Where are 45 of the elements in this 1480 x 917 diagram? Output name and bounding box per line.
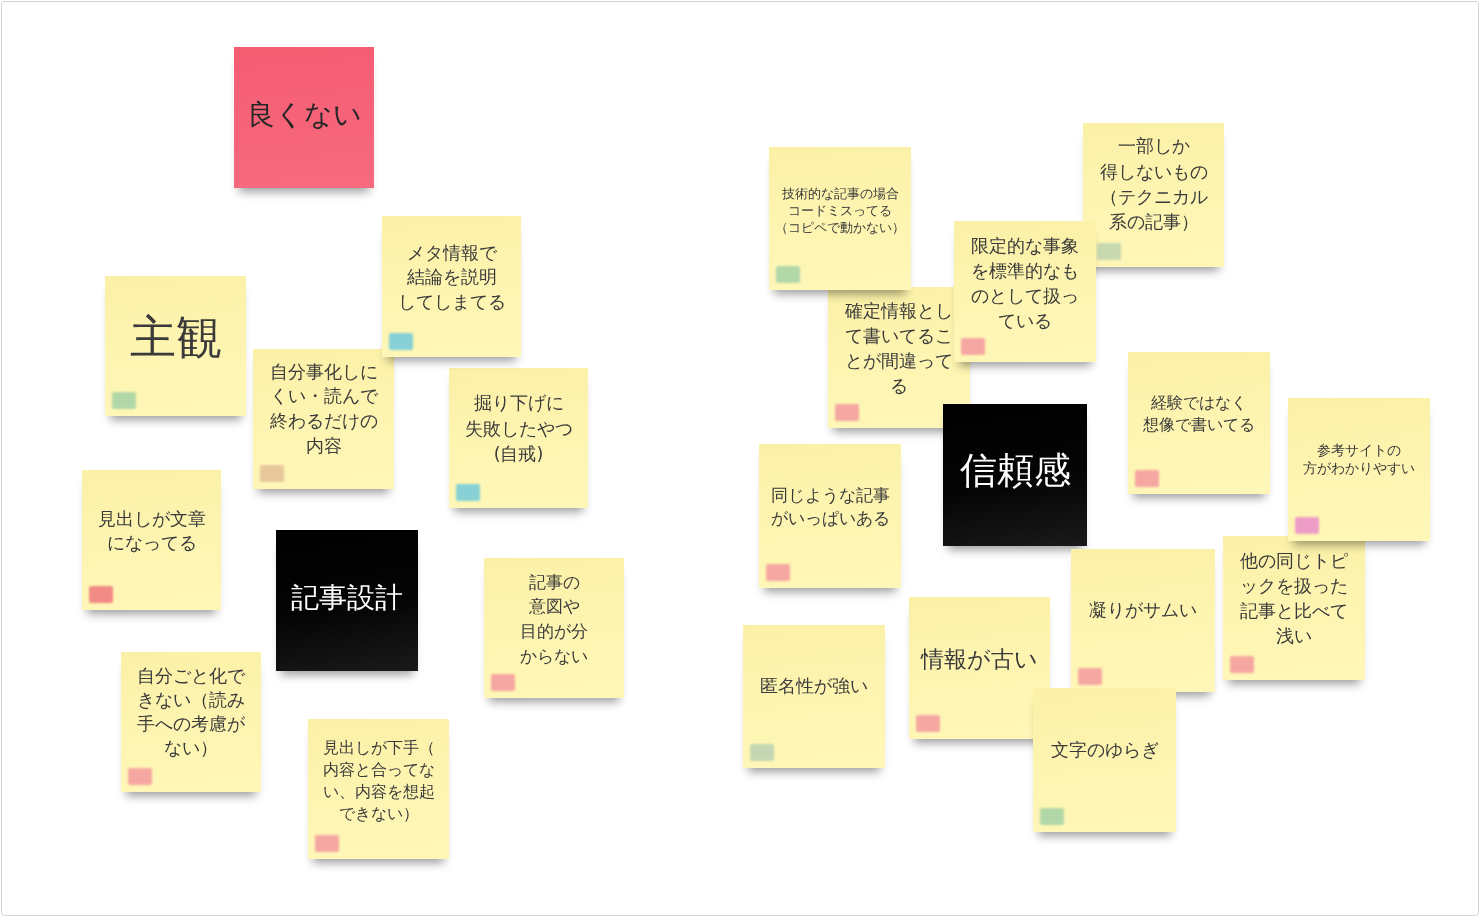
sticky-note (121, 652, 261, 792)
sticky-note (1128, 352, 1270, 494)
sticky-note (308, 719, 449, 859)
note-text: 参考サイトの方がわかりやすい (1303, 441, 1415, 477)
sticky-note (909, 597, 1050, 739)
sticky-note (105, 276, 246, 416)
note-text: 一部しか得しないもの（テクニカル系の記事） (1099, 134, 1208, 235)
sticky-note (759, 444, 901, 588)
note-text: 見出しが文章になってる (97, 508, 206, 555)
note-text: 自分ごと化できない（読み手への考慮がない） (137, 665, 245, 760)
sticky-note (1083, 123, 1224, 267)
note-text: 匿名性が強い (760, 674, 868, 698)
note-text: 凝りがサムい (1089, 598, 1197, 622)
sticky-note (1033, 688, 1176, 832)
note-text: 掘り下げに失敗したやつ(自戒) (464, 392, 573, 467)
sticky-note (276, 530, 418, 671)
note-text: 文字のゆらぎ (1050, 738, 1159, 762)
note-text: 自分事化しにくい・読んで終わるだけの内容 (269, 360, 378, 458)
sticky-note (253, 349, 394, 489)
note-text: 他の同じトピックを扱った記事と比べて浅い (1240, 548, 1348, 648)
note-text: 経験ではなく想像で書いてる (1143, 392, 1255, 436)
note-text: 確定情報として書いてることが間違ってる (845, 298, 953, 398)
sticky-note (943, 404, 1087, 546)
note-text: 技術的な記事の場合コードミスってる（コピペで動かない） (775, 184, 905, 236)
note-text: 信頼感 (959, 449, 1071, 493)
note-text: 限定的な事象を標準的なものとして扱っている (971, 233, 1079, 333)
sticky-note (743, 625, 885, 768)
sticky-note (1223, 536, 1365, 680)
note-text: 情報が古い (921, 645, 1038, 673)
note-text: 主観 (129, 310, 222, 364)
sticky-note (1071, 549, 1215, 692)
note-text: 記事設計 (291, 581, 403, 615)
note-text: 良くない (246, 98, 362, 132)
sticky-note (484, 558, 624, 698)
note-text: 記事の意図や目的が分からない (520, 570, 588, 668)
note-text: メタ情報で結論を説明してしまてる (397, 241, 506, 314)
sticky-note (1288, 398, 1430, 541)
sticky-note (234, 47, 374, 188)
sticky-note (954, 221, 1096, 362)
note-text: 同じような記事がいっぱいある (770, 484, 890, 530)
sticky-note (769, 147, 911, 290)
sticky-note (82, 470, 221, 610)
sticky-note (382, 216, 521, 357)
note-text: 見出しが下手（内容と合ってない、内容を想起できない） (322, 737, 435, 825)
sticky-note (449, 368, 588, 508)
